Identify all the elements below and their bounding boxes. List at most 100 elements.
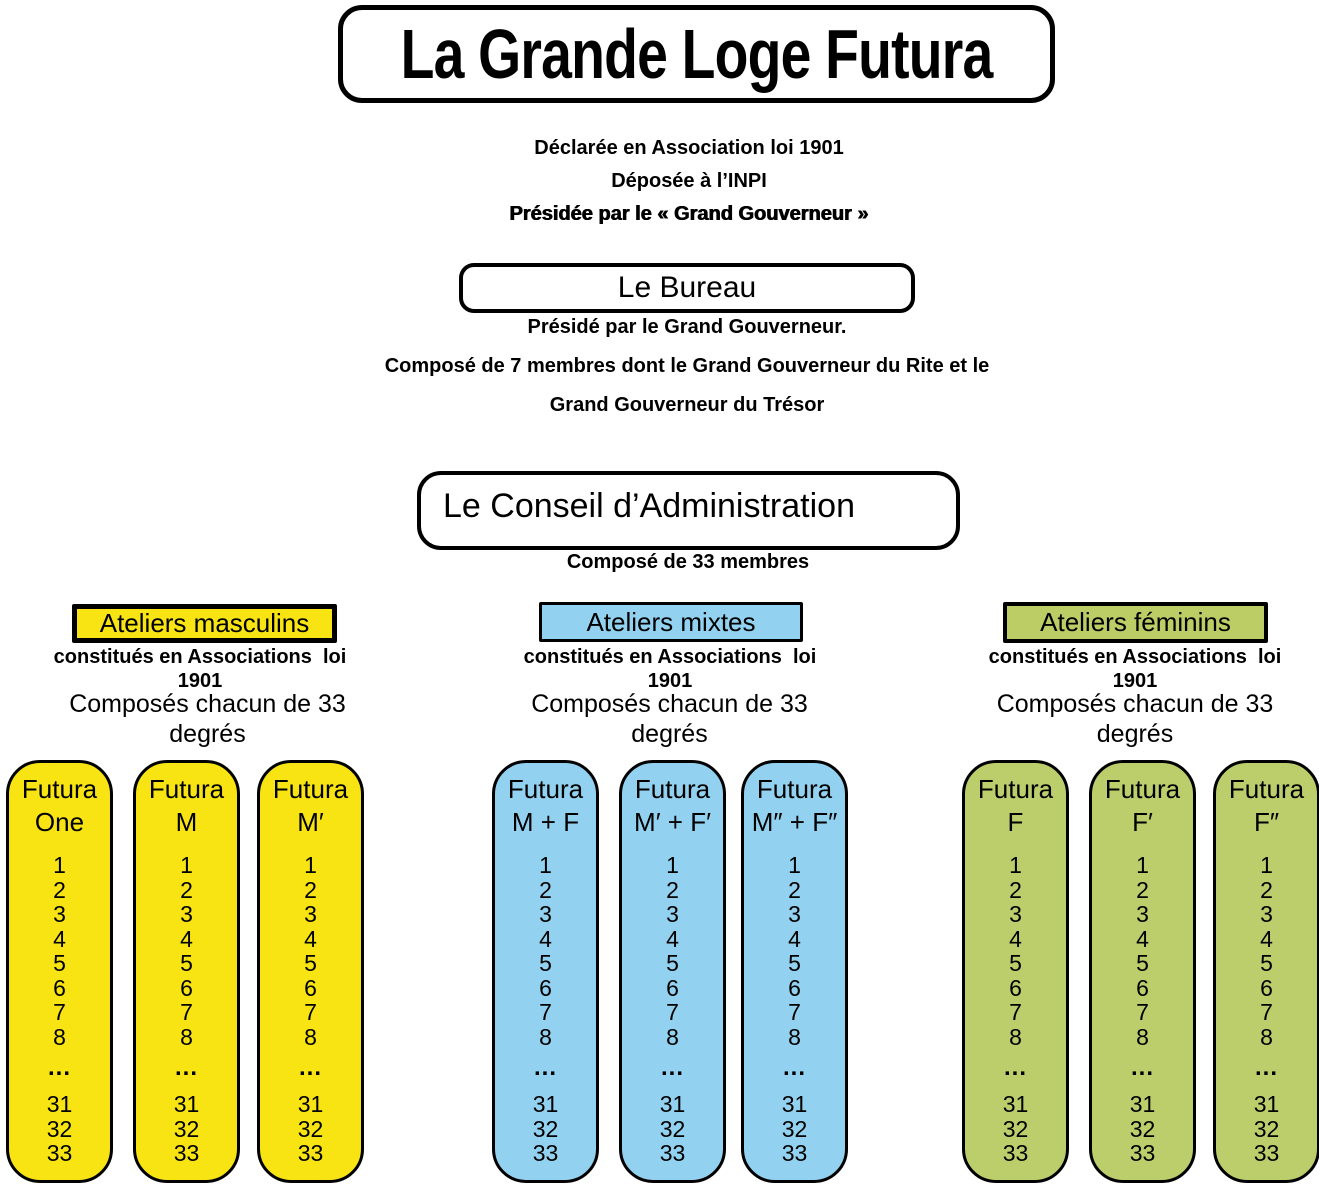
pill-variant: M <box>175 807 198 837</box>
degree-number: 3 <box>666 901 679 927</box>
bureau-notes: Présidé par le Grand Gouverneur. Composé… <box>337 308 1037 425</box>
degree-number: 31 <box>781 1091 808 1117</box>
degree-number: 7 <box>1136 999 1149 1025</box>
degree-number: 31 <box>173 1091 200 1117</box>
degree-ellipsis: ... <box>298 1054 322 1081</box>
degree-number: 32 <box>781 1115 808 1142</box>
degree-number: 1 <box>1009 852 1022 878</box>
degree-ellipsis: ... <box>533 1054 557 1081</box>
group-note-associations-mixtes: constitués en Associations loi 1901 <box>523 646 822 692</box>
degree-number: 8 <box>1136 1023 1149 1050</box>
degree-number: 6 <box>304 974 317 1001</box>
degree-number: 7 <box>1260 999 1273 1025</box>
degree-number: 5 <box>788 950 801 976</box>
group-note-degres-masculins: Composés chacun de 33 degrés <box>69 690 346 748</box>
degree-number: 4 <box>1260 925 1273 952</box>
degree-ellipsis: ... <box>174 1054 198 1081</box>
degree-number: 4 <box>539 925 552 952</box>
degree-number: 3 <box>1260 901 1273 927</box>
degree-number: 7 <box>539 999 552 1025</box>
degree-number: 31 <box>46 1091 73 1117</box>
conseil-subtitle: Composé de 33 membres <box>566 551 810 573</box>
degree-number: 33 <box>173 1140 200 1166</box>
degree-number: 33 <box>781 1140 808 1166</box>
degree-number: 2 <box>304 876 317 903</box>
degree-number: 3 <box>53 901 66 927</box>
degree-number: 7 <box>304 999 317 1025</box>
degree-number: 5 <box>1260 950 1273 976</box>
degree-number: 1 <box>53 852 66 878</box>
degree-number: 2 <box>1136 876 1149 903</box>
pill-brand: Futura <box>634 774 711 804</box>
pill-variant: F <box>1007 807 1024 837</box>
degree-number: 32 <box>1002 1115 1029 1142</box>
degree-number: 32 <box>173 1115 200 1142</box>
pill-brand: Futura <box>756 774 833 804</box>
pill-variant: F′ <box>1132 807 1153 837</box>
degree-number: 31 <box>297 1091 324 1117</box>
degree-number: 8 <box>788 1023 801 1050</box>
degree-number: 2 <box>1260 876 1273 903</box>
degree-number: 8 <box>1260 1023 1273 1050</box>
bureau-note-compose-1: Composé de 7 membres dont le Grand Gouve… <box>384 355 990 377</box>
group-header-masculins: Ateliers masculins <box>72 604 337 643</box>
degree-number: 1 <box>539 852 552 878</box>
degree-number: 2 <box>53 876 66 903</box>
degree-number: 5 <box>1136 950 1149 976</box>
degree-number: 7 <box>180 999 193 1025</box>
degree-number: 8 <box>539 1023 552 1050</box>
degree-number: 33 <box>532 1140 559 1166</box>
degree-number: 3 <box>1009 901 1022 927</box>
degree-number: 33 <box>46 1140 73 1166</box>
pill-brand: Futura <box>272 774 349 804</box>
degree-number: 6 <box>1260 974 1273 1001</box>
degree-number: 4 <box>1136 925 1149 952</box>
pill-variant: M′ + F′ <box>634 807 711 837</box>
degree-number: 31 <box>1129 1091 1156 1117</box>
conseil-title: Le Conseil d’Administration <box>443 487 855 525</box>
degree-ellipsis: ... <box>47 1054 71 1081</box>
pill-brand: Futura <box>1104 774 1181 804</box>
degree-number: 1 <box>788 852 801 878</box>
degree-number: 33 <box>297 1140 324 1166</box>
group-header-mixtes: Ateliers mixtes <box>539 602 803 642</box>
bureau-note-preside: Présidé par le Grand Gouverneur. <box>527 316 847 338</box>
degree-number: 3 <box>1136 901 1149 927</box>
degree-ellipsis: ... <box>1254 1054 1278 1081</box>
group-header-masculins-label: Ateliers masculins <box>99 608 310 638</box>
degree-ellipsis: ... <box>660 1054 684 1081</box>
degree-number: 3 <box>304 901 317 927</box>
group-note-associations-masculins: constitués en Associations loi 1901 <box>53 646 352 692</box>
degree-number: 31 <box>1002 1091 1029 1117</box>
degree-number: 7 <box>788 999 801 1025</box>
degree-number: 4 <box>53 925 66 952</box>
degree-number: 32 <box>659 1115 686 1142</box>
degree-number: 6 <box>1009 974 1022 1001</box>
degree-number: 8 <box>1009 1023 1022 1050</box>
degree-number: 32 <box>532 1115 559 1142</box>
pill-brand: Futura <box>148 774 225 804</box>
pill-brand: Futura <box>1228 774 1305 804</box>
degree-number: 6 <box>666 974 679 1001</box>
intro-line-declaree: Déclarée en Association loi 1901 <box>534 137 844 159</box>
degree-number: 1 <box>180 852 193 878</box>
degree-number: 4 <box>788 925 801 952</box>
